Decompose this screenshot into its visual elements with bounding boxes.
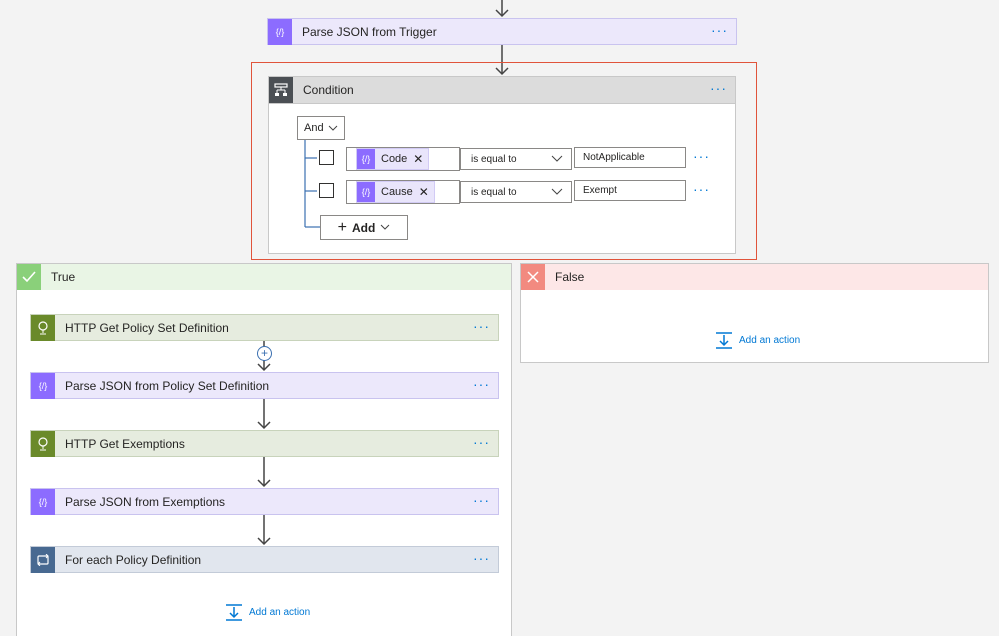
action-card-http-get-exemptions[interactable]: HTTP Get Exemptions ··· xyxy=(30,430,499,457)
action-card-http-get-policy-set[interactable]: HTTP Get Policy Set Definition ··· xyxy=(30,314,499,341)
action-title: Parse JSON from Policy Set Definition xyxy=(65,379,270,393)
operator-value: is equal to xyxy=(471,186,517,198)
condition-value-input[interactable]: Exempt xyxy=(574,180,686,201)
row-checkbox[interactable] xyxy=(319,183,334,198)
json-icon: {/} xyxy=(31,489,55,515)
http-globe-icon xyxy=(31,315,55,341)
condition-selection-border xyxy=(251,62,757,260)
chevron-down-icon xyxy=(380,224,390,230)
add-an-action-link[interactable]: Add an action xyxy=(225,604,310,621)
more-options-button[interactable]: ··· xyxy=(473,376,490,392)
chevron-down-icon xyxy=(551,188,563,195)
connector-arrow xyxy=(257,457,271,488)
more-options-button[interactable]: ··· xyxy=(473,550,490,566)
group-operator-value: And xyxy=(304,122,324,134)
action-title: Parse JSON from Trigger xyxy=(302,25,437,39)
close-icon xyxy=(521,264,545,290)
add-action-icon xyxy=(226,604,242,621)
action-title: Parse JSON from Exemptions xyxy=(65,495,226,509)
row-checkbox[interactable] xyxy=(319,150,334,165)
add-an-action-link[interactable]: Add an action xyxy=(715,332,800,349)
condition-value: Exempt xyxy=(583,185,617,196)
action-title: For each Policy Definition xyxy=(65,553,202,567)
add-an-action-label: Add an action xyxy=(249,607,311,618)
false-branch-title: False xyxy=(555,270,585,284)
add-action-icon xyxy=(716,332,732,349)
check-icon xyxy=(17,264,41,290)
http-globe-icon xyxy=(31,431,55,457)
json-icon: {/} xyxy=(357,182,375,202)
connector-arrow xyxy=(495,45,509,76)
more-options-button[interactable]: ··· xyxy=(473,492,490,508)
remove-token-icon[interactable]: ✕ xyxy=(418,185,429,199)
more-options-button[interactable]: ··· xyxy=(473,318,490,334)
insert-step-button[interactable]: + xyxy=(257,346,272,361)
connector-arrow xyxy=(257,399,271,430)
true-branch-title: True xyxy=(51,270,76,284)
connector-arrow xyxy=(257,515,271,546)
operator-dropdown[interactable]: is equal to xyxy=(460,181,572,203)
json-icon: {/} xyxy=(31,373,55,399)
condition-value: NotApplicable xyxy=(583,152,645,163)
action-card-for-each[interactable]: For each Policy Definition ··· xyxy=(30,546,499,573)
action-card-parse-json-exemptions[interactable]: {/} Parse JSON from Exemptions ··· xyxy=(30,488,499,515)
dynamic-content-token[interactable]: {/} Cause ✕ xyxy=(356,181,435,203)
more-options-button[interactable]: ··· xyxy=(473,434,490,450)
dynamic-content-token[interactable]: {/} Code ✕ xyxy=(356,148,430,170)
condition-card[interactable]: Condition ··· And {/} Code ✕ is equal to… xyxy=(268,76,736,254)
loop-icon xyxy=(31,547,55,573)
connector-arrow-top xyxy=(495,0,509,18)
plus-icon: + xyxy=(337,218,347,236)
add-condition-button[interactable]: + Add xyxy=(320,215,408,240)
json-icon: {/} xyxy=(268,19,292,45)
token-label: Cause xyxy=(381,186,413,198)
operator-value: is equal to xyxy=(471,153,517,165)
json-icon: {/} xyxy=(357,149,375,169)
group-operator-dropdown[interactable]: And xyxy=(297,116,345,140)
chevron-down-icon xyxy=(551,155,563,162)
condition-value-input[interactable]: NotApplicable xyxy=(574,147,686,168)
operator-dropdown[interactable]: is equal to xyxy=(460,148,572,170)
add-label: Add xyxy=(352,220,376,235)
condition-tree-lines xyxy=(304,140,321,228)
add-an-action-label: Add an action xyxy=(739,335,801,346)
action-title: HTTP Get Exemptions xyxy=(65,437,185,451)
row-more-button[interactable]: ··· xyxy=(693,148,710,164)
chevron-down-icon xyxy=(328,125,338,131)
action-card-parse-json-policy-set[interactable]: {/} Parse JSON from Policy Set Definitio… xyxy=(30,372,499,399)
more-options-button[interactable]: ··· xyxy=(710,80,727,96)
token-label: Code xyxy=(381,153,408,165)
action-title: HTTP Get Policy Set Definition xyxy=(65,321,229,335)
row-more-button[interactable]: ··· xyxy=(693,181,710,197)
action-card-parse-json-trigger[interactable]: {/} Parse JSON from Trigger ··· xyxy=(267,18,737,45)
false-branch: False Add an action xyxy=(520,263,989,363)
condition-icon xyxy=(269,77,293,103)
remove-token-icon[interactable]: ✕ xyxy=(413,152,424,166)
condition-title: Condition xyxy=(303,83,354,97)
more-options-button[interactable]: ··· xyxy=(711,22,728,38)
